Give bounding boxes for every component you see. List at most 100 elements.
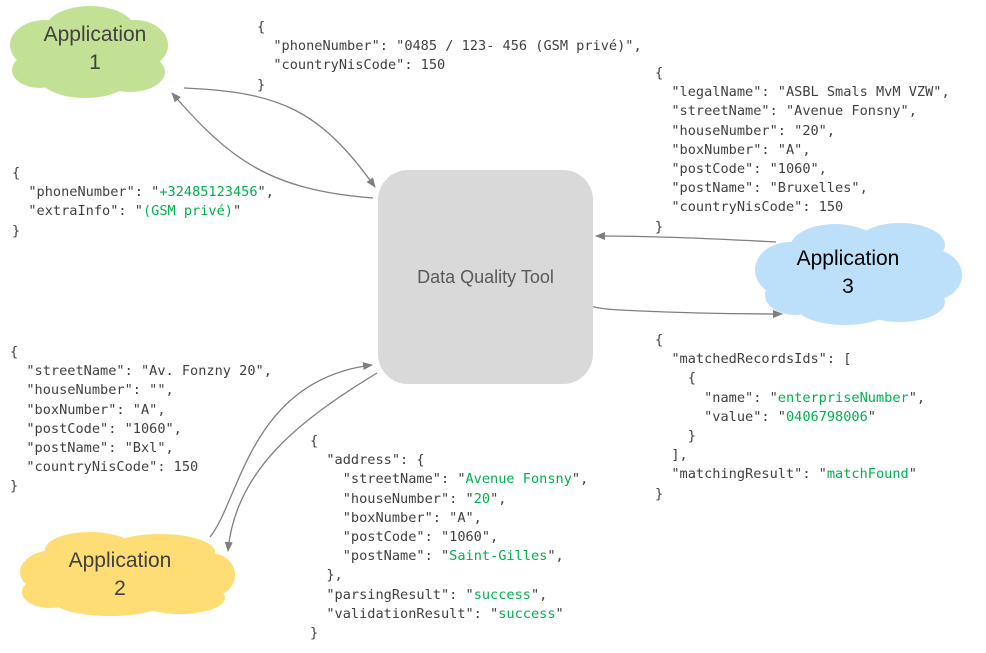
json-text: "parsingResult": ": [310, 586, 474, 603]
json-text: }: [655, 218, 664, 235]
code-line: {: [655, 64, 950, 83]
code-line: "postCode": "1060",: [655, 160, 950, 179]
code-line: "houseNumber": "20",: [310, 490, 588, 509]
json-value-highlighted: 0406798006: [785, 408, 868, 425]
code-line: "phoneNumber": "+32485123456",: [12, 183, 274, 202]
json-text: "postCode": "1060",: [655, 161, 827, 178]
code-line: "validationResult": "success": [310, 605, 588, 624]
json-text: "houseNumber": ": [310, 490, 474, 507]
json-text: "value": ": [655, 408, 786, 425]
application-3-label: Application 3: [788, 245, 908, 301]
json-value-highlighted: success: [473, 586, 531, 603]
json-text: "postName": "Bxl",: [10, 440, 174, 457]
arrow-app2-to-tool: [209, 362, 373, 538]
code-line: "houseNumber": "20",: [655, 122, 950, 141]
application-1-number: 1: [89, 51, 101, 74]
data-quality-tool-label: Data Quality Tool: [417, 266, 554, 287]
code-line: },: [310, 566, 588, 585]
json-text: "countryNisCode": 150: [257, 57, 446, 74]
json-text: }: [10, 478, 19, 495]
code-line: "streetName": "Av. Fonzny 20",: [10, 362, 272, 381]
json-text: {: [655, 332, 664, 348]
json-text: ",: [257, 184, 274, 201]
code-line: "postName": "Saint-Gilles",: [310, 547, 588, 566]
application-3-name: Application: [796, 247, 900, 270]
code-line: "boxNumber": "A",: [10, 401, 272, 420]
code-line: }: [310, 624, 588, 643]
code-line: "extraInfo": "(GSM privé)": [12, 202, 274, 221]
json-text: "name": ": [655, 389, 778, 406]
code-line: "postCode": "1060",: [310, 528, 588, 547]
json-text: }: [257, 76, 266, 93]
json-text: ": [867, 408, 876, 425]
json-text: "houseNumber": "",: [10, 382, 174, 399]
json-text: "address": {: [310, 452, 425, 469]
json-text: {: [12, 165, 21, 181]
code-line: "boxNumber": "A",: [655, 141, 950, 160]
json-text: ",: [571, 471, 589, 488]
json-text: {: [655, 65, 664, 81]
json-text: "phoneNumber": ": [12, 184, 160, 201]
code-line: {: [257, 18, 642, 37]
json-text: "streetName": "Avenue Fonsny",: [655, 103, 917, 120]
app1-request-json: { "phoneNumber": "0485 / 123- 456 (GSM p…: [257, 18, 642, 95]
json-text: "boxNumber": "A",: [655, 141, 811, 158]
application-1-name: Application: [43, 23, 147, 46]
code-line: "matchingResult": "matchFound": [655, 465, 925, 484]
json-text: "matchedRecordsIds": [: [655, 351, 852, 368]
json-text: "postCode": "1060",: [10, 420, 182, 437]
json-text: "postName": "Bruxelles",: [655, 180, 868, 197]
code-line: {: [310, 432, 588, 451]
json-text: {: [257, 19, 266, 35]
application-1-label: Application 1: [35, 21, 155, 77]
json-text: ": [232, 203, 242, 220]
code-line: "parsingResult": "success",: [310, 586, 588, 605]
application-2-number: 2: [114, 577, 126, 600]
code-line: "streetName": "Avenue Fonsny",: [655, 102, 950, 121]
json-text: "streetName": ": [310, 471, 466, 488]
application-2-label: Application 2: [60, 547, 180, 603]
code-line: "postName": "Bruxelles",: [655, 179, 950, 198]
json-text: "boxNumber": "A",: [10, 401, 166, 418]
code-line: "countryNisCode": 150: [10, 458, 272, 477]
cloud-application-3: [755, 223, 962, 325]
code-line: "postName": "Bxl",: [10, 439, 272, 458]
cloud-application-2: [20, 532, 235, 616]
json-value-highlighted: +32485123456: [159, 184, 258, 201]
json-text: ": [555, 605, 564, 622]
json-value-highlighted: enterpriseNumber: [777, 389, 909, 406]
json-text: "countryNisCode": 150: [10, 459, 199, 476]
json-text: "boxNumber": "A",: [310, 509, 482, 526]
cloud-application-1: [10, 6, 168, 98]
json-value-highlighted: matchFound: [826, 466, 909, 483]
json-value-highlighted: success: [498, 605, 556, 622]
json-text: },: [310, 567, 343, 584]
code-line: }: [12, 222, 274, 241]
json-text: "validationResult": ": [310, 605, 499, 622]
json-text: {: [10, 344, 19, 360]
json-text: }: [310, 625, 319, 642]
app2-request-json: { "streetName": "Av. Fonzny 20", "houseN…: [10, 343, 272, 497]
json-text: "legalName": "ASBL Smals MvM VZW",: [655, 84, 950, 101]
code-line: "countryNisCode": 150: [257, 56, 642, 75]
json-text: {: [655, 370, 696, 387]
code-line: {: [655, 331, 925, 350]
json-text: ],: [655, 447, 688, 464]
code-line: "streetName": "Avenue Fonsny",: [310, 470, 589, 489]
json-text: "streetName": "Av. Fonzny 20",: [10, 363, 272, 380]
code-line: {: [10, 343, 272, 362]
json-text: ",: [547, 548, 564, 565]
json-text: }: [12, 222, 21, 239]
json-text: ",: [908, 389, 926, 406]
code-line: }: [10, 477, 272, 496]
json-text: ",: [490, 490, 507, 507]
application-3-number: 3: [842, 275, 854, 298]
code-line: "boxNumber": "A",: [310, 509, 588, 528]
app1-response-json: { "phoneNumber": "+32485123456", "extraI…: [12, 164, 274, 241]
json-text: "houseNumber": "20",: [655, 122, 836, 139]
code-line: "phoneNumber": "0485 / 123- 456 (GSM pri…: [257, 37, 641, 56]
json-text: "countryNisCode": 150: [655, 199, 844, 216]
json-value-highlighted: Saint-Gilles: [449, 548, 548, 565]
code-line: }: [655, 427, 925, 446]
